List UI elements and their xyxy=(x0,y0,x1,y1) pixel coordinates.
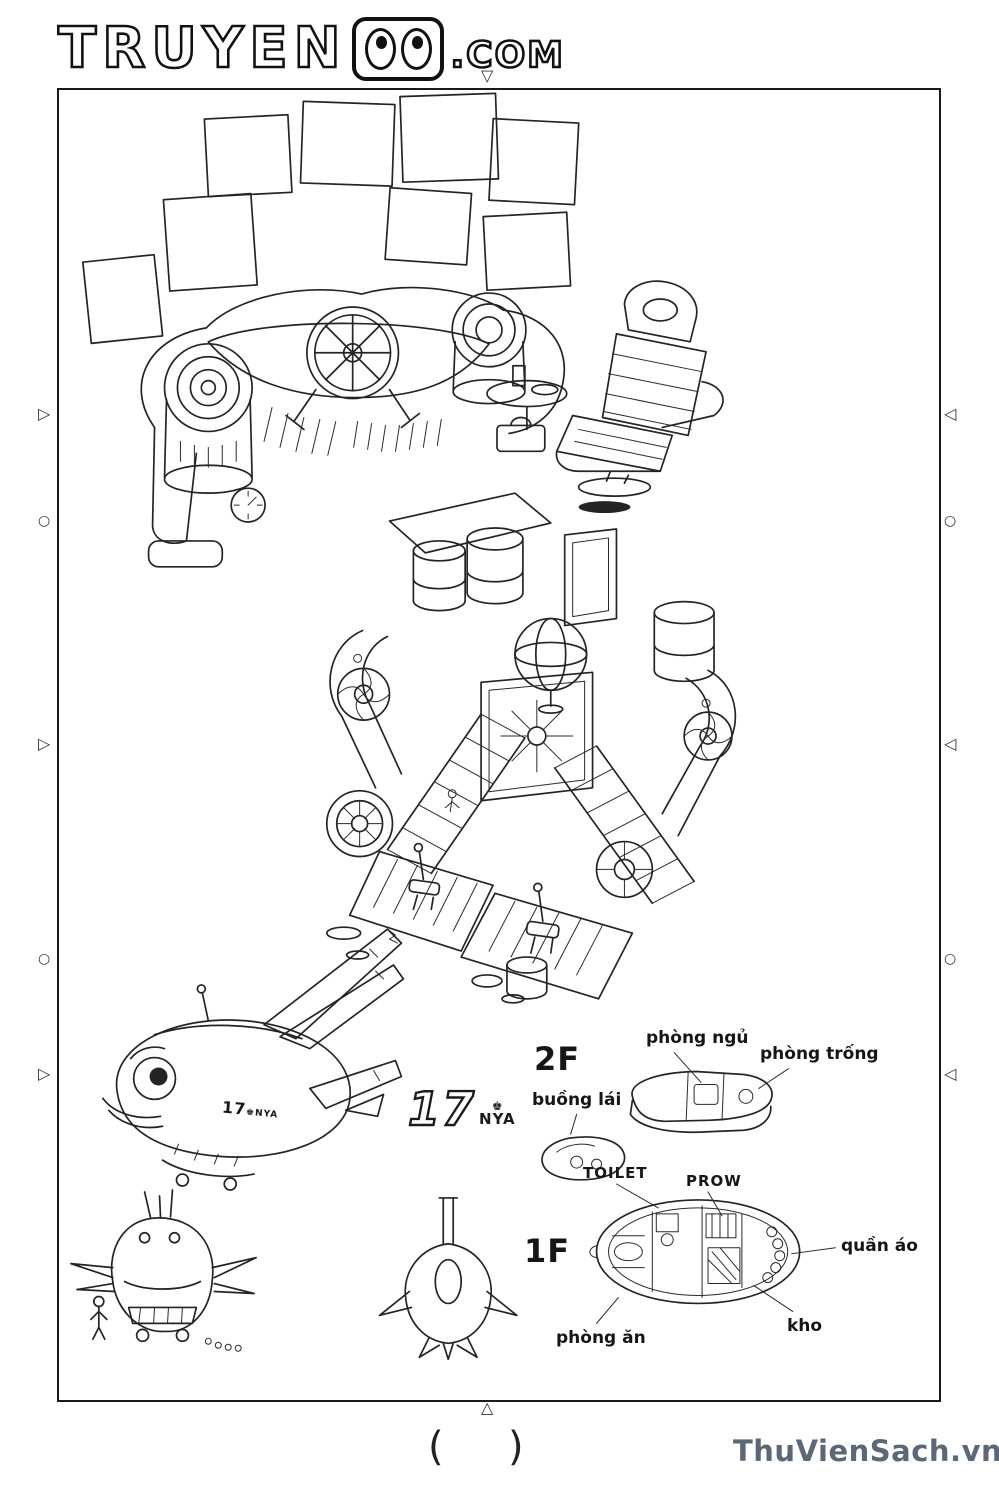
reg-triangle-right-icon: ▷ xyxy=(38,404,51,423)
label-empty-room: phòng trống xyxy=(760,1044,879,1064)
label-cockpit: buồng lái xyxy=(532,1090,622,1110)
pilot-seat-sketch xyxy=(555,280,724,514)
plane-top-sketch xyxy=(378,1197,518,1361)
eye-icon xyxy=(400,28,432,70)
reg-circle-icon: ○ xyxy=(944,513,957,529)
reg-triangle-up-icon: △ xyxy=(481,1398,494,1417)
site-logo: TRUYEN .COM xyxy=(57,16,565,82)
plane-side-sketch xyxy=(101,928,405,1191)
reg-triangle-left-icon: ◁ xyxy=(944,734,957,753)
reg-triangle-right-icon: ▷ xyxy=(38,1064,51,1083)
plane-name-logo: 17 ♚ NYA xyxy=(407,1082,516,1136)
floorplan-1f-sketch xyxy=(589,1199,801,1305)
label-floor-2f: 2F xyxy=(534,1040,581,1078)
crown-icon: ♚ xyxy=(491,1099,503,1113)
footer-paren-close: ) xyxy=(508,1424,524,1470)
reg-circle-icon: ○ xyxy=(944,951,957,967)
logo-text-com: .COM xyxy=(449,35,565,76)
plane-logo-number: 17 xyxy=(407,1082,477,1136)
sketch-panel xyxy=(57,88,941,1402)
label-dining-room: phòng ăn xyxy=(556,1328,646,1348)
monitor-screens-sketch xyxy=(81,92,580,345)
reg-circle-icon: ○ xyxy=(38,951,51,967)
reg-triangle-down-icon: ▽ xyxy=(481,66,494,85)
plane-body-number: 17 xyxy=(221,1097,248,1119)
label-clothes: quần áo xyxy=(841,1236,918,1256)
qq-eyes-icon xyxy=(352,17,445,81)
reg-triangle-right-icon: ▷ xyxy=(38,734,51,753)
label-toilet: TOILET xyxy=(583,1164,648,1182)
concept-sketches-svg xyxy=(70,92,836,1361)
logo-text-truyen: TRUYEN xyxy=(57,16,347,81)
plane-front-sketch xyxy=(70,1189,257,1352)
reg-triangle-left-icon: ◁ xyxy=(944,1064,957,1083)
eye-icon xyxy=(364,28,396,70)
label-prow: PROW xyxy=(686,1172,742,1190)
label-storage: kho xyxy=(787,1316,823,1336)
label-connector-lines xyxy=(570,1052,836,1324)
cockpit-console-sketch xyxy=(140,286,568,568)
interior-room-sketch xyxy=(325,527,737,1004)
footer-paren-open: ( xyxy=(428,1424,444,1470)
floorplan-2f-sketch xyxy=(541,1070,773,1181)
label-bedroom: phòng ngủ xyxy=(646,1028,749,1048)
reg-circle-icon: ○ xyxy=(38,513,51,529)
label-floor-1f: 1F xyxy=(524,1232,571,1270)
plane-logo-suffix: NYA xyxy=(479,1110,516,1128)
plane-body-suffix: NYA xyxy=(254,1108,279,1121)
reg-triangle-left-icon: ◁ xyxy=(944,404,957,423)
watermark-text: ThuVienSach.vn xyxy=(733,1434,999,1468)
